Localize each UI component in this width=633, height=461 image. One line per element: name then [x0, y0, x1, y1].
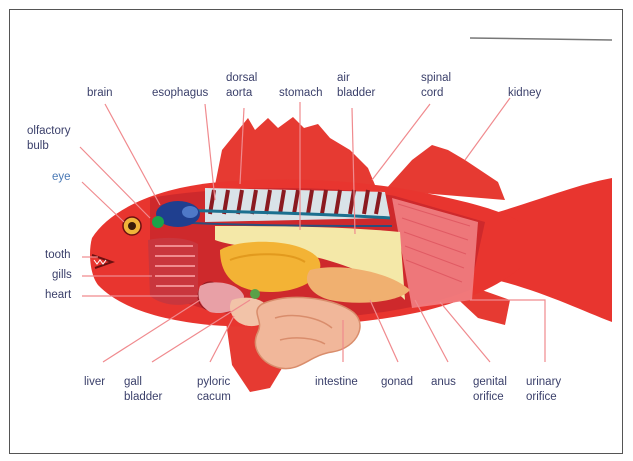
label-pyloric-cacum: pyloric cacum — [197, 375, 231, 405]
intestine-shape — [255, 297, 360, 368]
label-anus: anus — [431, 375, 456, 390]
label-olfactory-bulb: olfactory bulb — [27, 124, 70, 154]
label-tooth: tooth — [45, 248, 71, 263]
leader-brain — [105, 104, 160, 205]
leader-eye — [82, 182, 124, 222]
label-gall-bladder: gall bladder — [124, 375, 162, 405]
label-brain: brain — [87, 86, 113, 101]
leader-anus — [415, 300, 448, 362]
label-gonad: gonad — [381, 375, 413, 390]
leader-olfactory-bulb — [80, 147, 150, 218]
dorsal-fin-front — [215, 117, 375, 185]
label-air-bladder: air bladder — [337, 71, 375, 101]
leader-kidney — [465, 98, 510, 160]
label-liver: liver — [84, 375, 105, 390]
label-dorsal-aorta: dorsal aorta — [226, 71, 257, 101]
brain-highlight — [182, 206, 198, 218]
gall-bladder-shape — [250, 289, 260, 299]
label-heart: heart — [45, 288, 71, 303]
olfactory-bulb-shape — [152, 216, 164, 228]
label-esophagus: esophagus — [152, 86, 208, 101]
label-gills: gills — [52, 268, 72, 283]
pupil — [128, 222, 136, 230]
label-spinal-cord: spinal cord — [421, 71, 451, 101]
label-kidney: kidney — [508, 86, 541, 101]
label-eye: eye — [52, 170, 71, 185]
top-rule-line — [470, 38, 612, 40]
label-stomach: stomach — [279, 86, 322, 101]
label-genital-orifice: genital orifice — [473, 375, 507, 405]
gills-shape — [148, 238, 198, 305]
label-urinary-orifice: urinary orifice — [526, 375, 561, 405]
label-intestine: intestine — [315, 375, 358, 390]
